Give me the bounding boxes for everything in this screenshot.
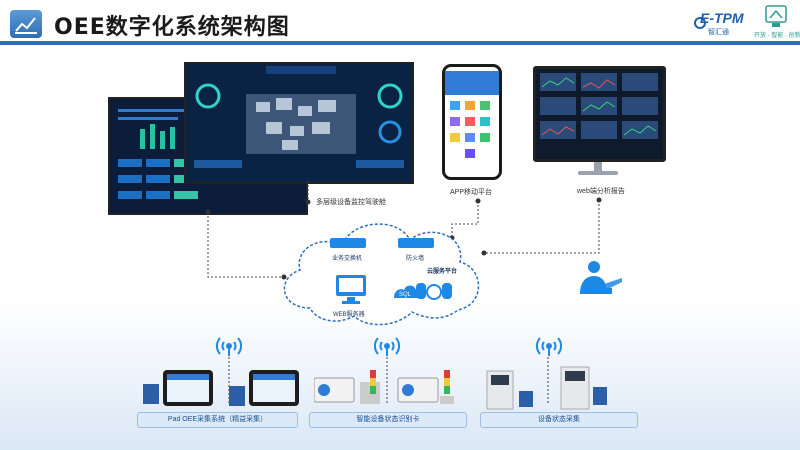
app-label: APP移动平台 bbox=[450, 189, 493, 196]
dashboard-label: 多层级设备监控驾驶舱 bbox=[316, 199, 386, 206]
person-writing-icon bbox=[580, 261, 622, 294]
wifi-icon bbox=[536, 337, 562, 356]
switch-icon bbox=[330, 238, 366, 248]
monitor-base bbox=[578, 171, 618, 175]
web-server-icon bbox=[336, 275, 366, 304]
etpm-logo-text: E-TPM bbox=[700, 10, 744, 26]
cloud-shape bbox=[283, 223, 480, 326]
brand-logo-subtext: 开放 · 智能 · 创新 bbox=[754, 33, 800, 39]
status-card-devices bbox=[314, 370, 454, 404]
etpm-logo: E-TPM 智汇通 bbox=[694, 8, 750, 38]
wifi-icon bbox=[216, 337, 242, 356]
phone-mockup bbox=[442, 64, 502, 180]
machine-devices bbox=[486, 366, 607, 410]
device-collection-label: 设备状态采集 bbox=[480, 412, 638, 428]
dashboard-screen-front bbox=[184, 62, 414, 184]
chart-logo-icon bbox=[10, 10, 42, 38]
platform-label: 云服务平台 bbox=[427, 269, 458, 275]
pad-collection-label: Pad OEE采集系统（精益采集） bbox=[137, 412, 298, 428]
header-divider bbox=[0, 41, 800, 45]
page-title: OEE数字化系统架构图 bbox=[54, 15, 290, 40]
switch-label: 业务交换机 bbox=[332, 256, 363, 262]
web-label: web端分析报告 bbox=[577, 188, 625, 195]
firewall-label: 防火墙 bbox=[406, 256, 425, 262]
web-server-label: WEB服务器 bbox=[333, 312, 365, 318]
status-card-label: 智能设备状态识别卡 bbox=[309, 412, 467, 428]
firewall-icon bbox=[398, 238, 434, 248]
brand-logo: 开放 · 智能 · 创新 bbox=[754, 4, 800, 39]
sql-text: SQL bbox=[399, 292, 412, 298]
wifi-icon bbox=[374, 337, 400, 356]
gear-icon bbox=[694, 17, 706, 29]
etpm-logo-subtext: 智汇通 bbox=[708, 29, 729, 36]
monitor-screen bbox=[533, 66, 666, 162]
monitor-stand bbox=[594, 162, 602, 172]
pad-devices bbox=[143, 370, 299, 406]
database-icons: SQL bbox=[394, 283, 452, 300]
